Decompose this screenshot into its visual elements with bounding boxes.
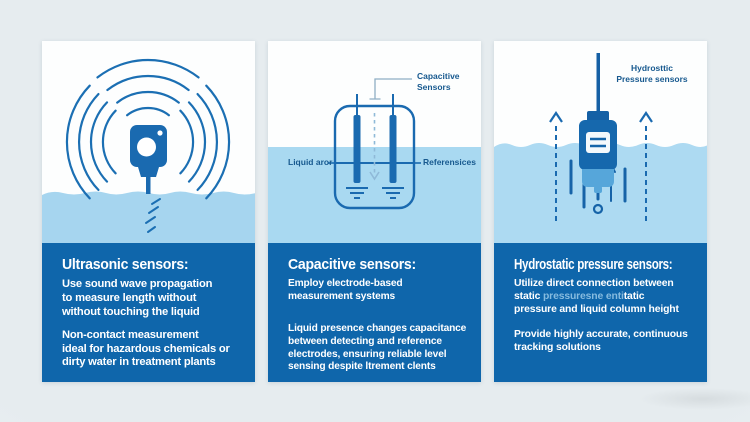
paragraph-part: Utilize direct connection between static — [514, 278, 674, 302]
up-arrow-left-icon — [549, 111, 563, 221]
ultrasonic-diagram — [42, 58, 255, 243]
capacitive-text-panel: Capacitive sensors: Employ electrode-bas… — [268, 243, 481, 382]
ultrasonic-illustration — [42, 41, 255, 243]
panel-paragraph: Utilize direct connection between static… — [514, 278, 703, 317]
panel-paragraph: Non-contact measurement ideal for hazard… — [62, 328, 230, 369]
ultrasonic-sensor-icon — [130, 125, 167, 194]
electrode-left-icon — [346, 94, 368, 199]
tank-outline-icon — [333, 104, 416, 210]
echo-marks-icon — [145, 198, 161, 233]
panel-title: Hydrostatic pressure sensors: — [514, 257, 673, 273]
panel-title: Capacitive sensors: — [288, 256, 416, 273]
panel-title: Ultrasonic sensors: — [62, 256, 189, 273]
ultrasonic-text-panel: Ultrasonic sensors: Use sound wave propa… — [42, 243, 255, 382]
panel-paragraph: Liquid presence changes capacitance betw… — [288, 323, 467, 373]
paragraph-part: tatic pressure and liquid column height — [514, 290, 679, 315]
pressure-sensor-icon — [579, 53, 617, 193]
hydrostatic-illustration: Hydrosttic Pressure sensors — [494, 41, 707, 243]
electrode-right-icon — [382, 94, 404, 199]
capacitive-callout-label: Capacitive Sensors — [417, 71, 460, 92]
panel-paragraph: Provide highly accurate, continuous trac… — [514, 328, 688, 353]
capacitive-illustration: Capacitive Sensors Liquid aror Referensi… — [268, 41, 481, 243]
panel-paragraph: Use sound wave propagation to measure le… — [62, 278, 213, 318]
card-hydrostatic: Hydrosttic Pressure sensors Hydrostatic … — [494, 41, 707, 382]
water-surface — [42, 191, 255, 243]
callout-line — [369, 78, 412, 100]
card-ultrasonic: Ultrasonic sensors: Use sound wave propa… — [42, 41, 255, 382]
capacitive-diagram — [268, 78, 481, 243]
reference-label: Referensices — [423, 157, 476, 167]
paragraph-part-faded: pressuresne enti — [542, 290, 624, 302]
card-capacitive: Capacitive Sensors Liquid aror Referensi… — [268, 41, 481, 382]
hydrostatic-callout-label: Hydrosttic Pressure sensors — [616, 63, 688, 84]
hydrostatic-text-panel: Hydrostatic pressure sensors: Utilize di… — [494, 243, 707, 382]
sound-wave-arcs-icon — [65, 58, 231, 200]
up-arrow-right-icon — [639, 111, 653, 221]
level-dashed-arrow-icon — [369, 113, 380, 181]
liquid-label: Liquid aror — [288, 157, 333, 167]
hydrostatic-diagram — [494, 53, 707, 243]
water-surface — [494, 143, 707, 243]
background-smudge — [628, 386, 750, 412]
panel-paragraph: Employ electrode-based measurement syste… — [288, 278, 403, 302]
